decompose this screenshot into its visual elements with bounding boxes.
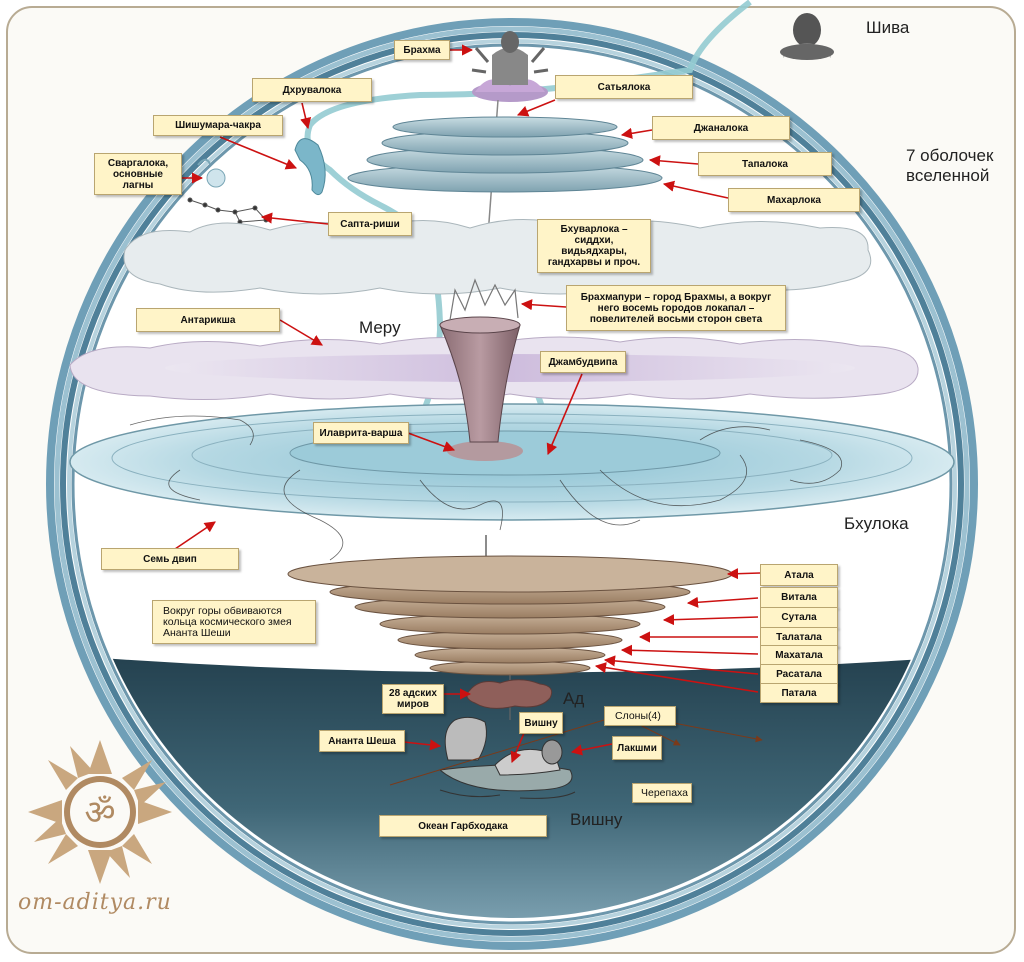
- label-ilavrita: Илаврита-варша: [313, 422, 409, 444]
- label-vitala: Витала: [760, 587, 838, 608]
- label-sutala: Сутала: [760, 607, 838, 628]
- label-garbhodaka: Океан Гарбходака: [379, 815, 547, 837]
- label-elephants: Слоны(4): [604, 706, 676, 726]
- label-satyaloka: Сатьялока: [555, 75, 693, 99]
- dvipa-scribbles: [129, 415, 842, 561]
- label-hells: 28 адских миров: [382, 684, 444, 714]
- label-brahma: Брахма: [394, 40, 450, 60]
- label-vishnu-small: Вишну: [519, 712, 563, 734]
- svargaloka-planets: [197, 158, 226, 188]
- label-talatala: Талатала: [760, 627, 838, 647]
- label-mahatala: Махатала: [760, 645, 838, 665]
- label-turtle: Черепаха: [632, 783, 692, 803]
- shishumara-dolphin: [294, 138, 326, 196]
- hell-cloud: [466, 679, 553, 709]
- watermark-text: om-aditya.ru: [18, 890, 172, 915]
- label-ananta-note: Вокруг горы обвиваются кольца космическо…: [152, 600, 316, 644]
- label-antariksha: Антарикша: [136, 308, 280, 332]
- label-jambudvipa: Джамбудвипа: [540, 351, 626, 373]
- upper-lokas: [347, 116, 663, 193]
- svg-text:ॐ: ॐ: [84, 793, 115, 833]
- label-dhruvaloka: Дхрувалока: [252, 78, 372, 102]
- meru-text: Меру: [359, 318, 401, 337]
- om-sun-logo: ॐ: [28, 740, 172, 884]
- vishnu-text: Вишну: [570, 810, 623, 829]
- label-patala: Патала: [760, 683, 838, 703]
- label-seven-dvipa: Семь двип: [101, 548, 239, 570]
- mount-meru: [439, 278, 521, 443]
- label-ananta-shesha: Ананта Шеша: [319, 730, 405, 752]
- label-maharloka: Махарлока: [728, 188, 860, 212]
- label-atala: Атала: [760, 564, 838, 586]
- brahma-figure: [471, 31, 549, 102]
- label-rasatala: Расатала: [760, 664, 838, 684]
- vishnu-on-shesha: [438, 716, 576, 799]
- lower-worlds: [287, 555, 733, 676]
- shiva-figure: [780, 13, 834, 60]
- label-svargaloka: Сваргалока, основные лагны: [94, 153, 182, 195]
- label-janaloka: Джаналока: [652, 116, 790, 140]
- bhuloka-disc: [69, 403, 955, 521]
- label-bhuvarloka: Бхуварлока – сиддхи, видьядхары, гандхар…: [537, 219, 651, 273]
- bhuloka-text: Бхулока: [844, 514, 909, 533]
- label-saptarishi: Сапта-риши: [328, 212, 412, 236]
- label-lakshmi: Лакшми: [612, 736, 662, 760]
- label-shishumara: Шишумара-чакра: [153, 115, 283, 136]
- label-tapaloka: Тапалока: [698, 152, 832, 176]
- shiva-text: Шива: [866, 18, 910, 37]
- bhuvarloka-cloud: [123, 218, 872, 295]
- ad-text: Ад: [563, 689, 585, 708]
- label-brahmapuri: Брахмапури – город Брахмы, а вокруг него…: [566, 285, 786, 331]
- shells-text: 7 оболочек вселенной: [906, 146, 994, 185]
- label-arrows: [174, 44, 761, 764]
